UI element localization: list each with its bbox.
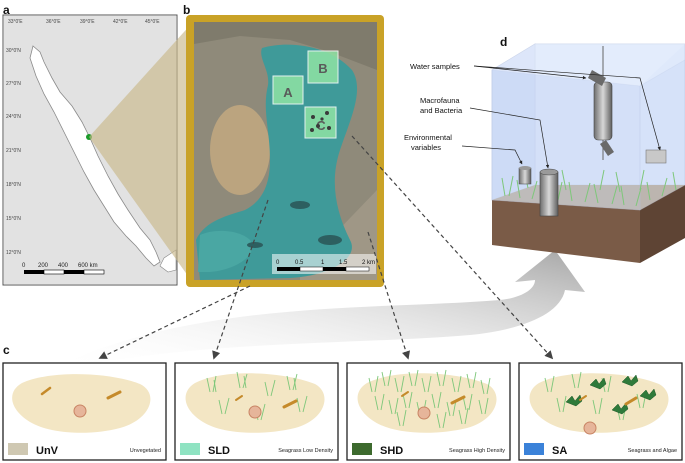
sand-patch-unv <box>12 374 151 433</box>
habitat-code-unv: UnV <box>36 445 59 457</box>
habitat-name-unv: Unvegetated <box>130 448 161 454</box>
gulf-of-aden <box>159 249 177 273</box>
site-a-label: A <box>283 85 293 100</box>
label-macrofauna-2: and Bacteria <box>420 106 463 115</box>
habitat-code-shd: SHD <box>380 445 403 457</box>
sediment-side <box>640 185 685 263</box>
lon-tick-2: 36°0'E <box>46 19 61 25</box>
sampling-points <box>310 111 331 132</box>
scale-b-15: 1.5 <box>339 260 348 266</box>
map-b: A B C 0 0.5 1 1.5 2 km <box>186 15 384 287</box>
scale-b-2: 2 km <box>362 260 375 266</box>
habitat-panel-sld: SLD Seagrass Low Density <box>174 362 339 461</box>
red-sea-shape <box>29 45 161 267</box>
sand-patch-sa <box>529 373 669 433</box>
lat-tick-3: 24°0'N <box>6 114 21 120</box>
panel-label-a: a <box>3 3 10 17</box>
habitat-code-sa: SA <box>552 445 567 457</box>
site-a-box <box>272 75 304 105</box>
shell-icon <box>73 404 87 418</box>
sediment-corer <box>539 168 559 217</box>
habitat-name-sa: Seagrass and Algae <box>628 448 677 454</box>
scale-a-0: 0 <box>22 263 26 269</box>
lon-tick-1: 33°0'E <box>8 19 23 25</box>
lagoon-water <box>196 44 358 280</box>
dashed-arrow-sa <box>351 135 554 360</box>
env-sensor-right <box>645 149 667 164</box>
sand-patch-sld <box>185 373 325 433</box>
lat-tick-5: 18°0'N <box>6 182 21 188</box>
legend-swatch-sld <box>180 443 200 455</box>
zoom-wedge <box>89 22 193 283</box>
sabkha-patch <box>210 105 270 195</box>
panel-label-d: d <box>500 35 508 49</box>
label-environmental-1: Environmental <box>404 133 452 142</box>
sand-patch-shd <box>357 373 497 433</box>
lat-tick-7: 12°0'N <box>6 250 21 256</box>
lat-tick-2: 27°0'N <box>6 81 21 87</box>
sampling-diagram-d: Water samples Macrofauna and Bacteria En… <box>404 43 685 263</box>
dashed-arrow-shd <box>367 231 410 360</box>
site-c-box <box>304 106 337 139</box>
map-a-scale-bar: 0 200 400 600 km <box>22 263 105 275</box>
env-logger <box>518 166 532 185</box>
habitat-name-shd: Seagrass High Density <box>449 448 505 454</box>
seagrass-shd <box>368 369 491 429</box>
legend-swatch-shd <box>352 443 372 455</box>
scale-b-1: 1 <box>321 260 325 266</box>
lon-tick-4: 42°0'E <box>113 19 128 25</box>
habitat-name-sld: Seagrass Low Density <box>278 448 333 454</box>
map-b-scale-bar: 0 0.5 1 1.5 2 km <box>272 254 376 274</box>
scale-a-200: 200 <box>38 263 49 269</box>
panel-label-c: c <box>3 343 10 357</box>
site-c-label: C <box>316 118 326 133</box>
label-water-samples: Water samples <box>410 62 460 71</box>
habitat-panel-sa: SA Seagrass and Algae <box>518 362 683 461</box>
scale-a-600: 600 km <box>78 263 98 269</box>
transition-arrow <box>60 250 585 370</box>
site-b-box <box>307 50 339 84</box>
legend-swatch-sa <box>524 443 544 455</box>
algae-clumps <box>565 374 657 415</box>
scale-a-400: 400 <box>58 263 69 269</box>
lat-tick-4: 21°0'N <box>6 148 21 154</box>
legend-swatch-unv <box>8 443 28 455</box>
label-environmental-2: variables <box>411 143 441 152</box>
lat-tick-1: 30°0'N <box>6 48 21 54</box>
lon-tick-5: 45°0'E <box>145 19 160 25</box>
sediment-front <box>492 200 640 263</box>
water-sampler <box>588 46 614 160</box>
seagrass-blades-d <box>501 169 677 207</box>
scale-b-05: 0.5 <box>295 260 304 266</box>
habitat-code-sld: SLD <box>208 445 230 457</box>
lon-tick-3: 39°0'E <box>80 19 95 25</box>
panel-label-b: b <box>183 3 191 17</box>
scale-b-0: 0 <box>276 260 280 266</box>
habitat-panel-shd: SHD Seagrass High Density <box>346 362 511 461</box>
site-b-label: B <box>318 61 327 76</box>
lat-tick-6: 15°0'N <box>6 216 21 222</box>
label-macrofauna-1: Macrofauna <box>420 96 460 105</box>
habitat-panel-unv: UnV Unvegetated <box>2 362 167 461</box>
